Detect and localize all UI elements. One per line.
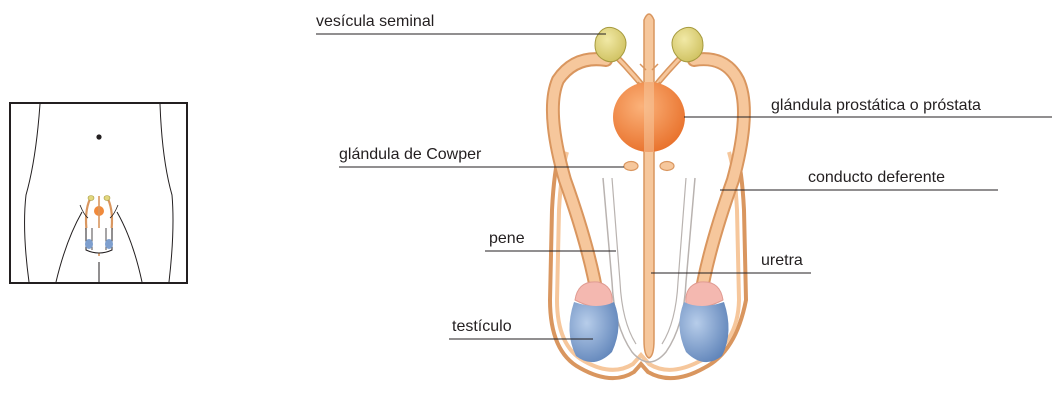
left-epididymis (575, 282, 612, 307)
right-cowper-gland (660, 162, 674, 171)
right-seminal-vesicle (672, 27, 703, 61)
thumbnail-figure (10, 103, 187, 283)
left-testicle (569, 302, 618, 362)
label-prostata-text: glándula prostática o próstata (771, 97, 981, 114)
left-seminal-vesicle (595, 27, 626, 61)
urethra-column (644, 14, 654, 358)
label-conducto-deferente: conducto deferente (720, 169, 998, 190)
thumbnail-navel (96, 134, 101, 139)
right-testicle (679, 302, 728, 362)
label-testiculo-text: testículo (452, 318, 512, 335)
label-conducto-deferente-text: conducto deferente (808, 169, 945, 186)
label-pene-text: pene (489, 230, 525, 247)
right-epididymis (686, 282, 723, 307)
label-vesicula-seminal-text: vesícula seminal (316, 13, 434, 30)
label-uretra-text: uretra (761, 252, 803, 269)
label-uretra: uretra (651, 252, 811, 273)
main-anatomy (550, 14, 746, 378)
left-cowper-gland (624, 162, 638, 171)
label-cowper: glándula de Cowper (339, 146, 624, 167)
label-cowper-text: glándula de Cowper (339, 146, 482, 163)
label-vesicula-seminal: vesícula seminal (316, 13, 606, 34)
